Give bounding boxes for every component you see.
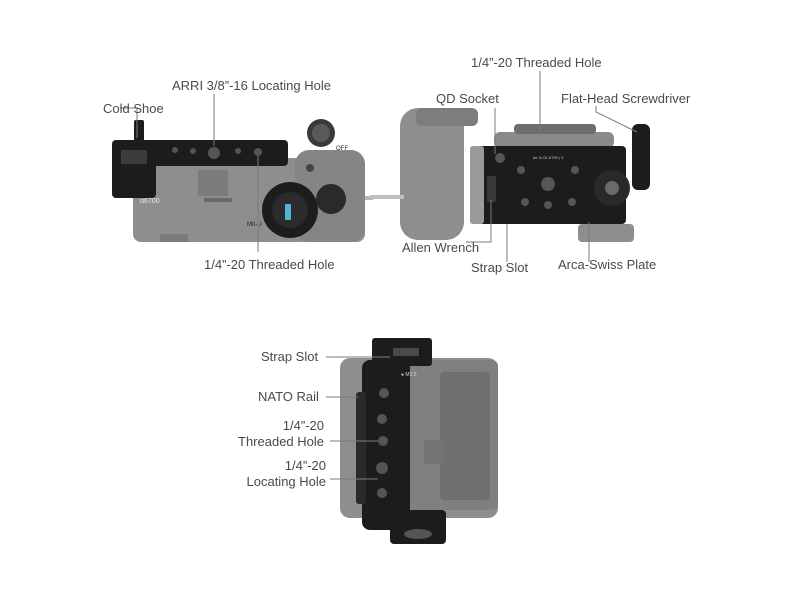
camera-screen (440, 372, 490, 500)
callout-threaded-hole-side-line2: Threaded Hole (238, 434, 324, 449)
callout-locating-hole-side-line2: Locating Hole (246, 474, 327, 489)
cage-top-hole-3 (235, 148, 241, 154)
plate-hole-3 (521, 198, 529, 206)
cage-side-hole-4 (376, 462, 388, 474)
top-hotshoe-area (198, 170, 228, 196)
callout-strap-slot-plate: Strap Slot (471, 260, 529, 275)
c1-button (306, 164, 314, 172)
callout-threaded-hole-top: 1/4”-20 Threaded Hole (204, 257, 335, 272)
side-engraving: ● M2.5 (401, 372, 417, 378)
leader-screwdriver (595, 106, 638, 133)
lens-ring (494, 132, 614, 148)
callout-qd-socket: QD Socket (436, 91, 499, 106)
cold-shoe-tab (134, 120, 144, 142)
side-view-assembly: ● M2.5 (340, 338, 498, 544)
callout-locating-hole-side-line1: 1/4”-20 (284, 458, 326, 473)
plate-hole-5 (568, 198, 576, 206)
cage-nato-rail (356, 392, 366, 504)
callout-arca-swiss-plate: Arca-Swiss Plate (558, 257, 657, 272)
callout-threaded-hole-side: 1/4”-20 Threaded Hole (226, 418, 324, 450)
top-view-assembly: OFF MII-U α6700 (112, 119, 373, 242)
baseplate-edge (470, 146, 484, 224)
camera-model-label: α6700 (140, 198, 160, 205)
callout-locating-hole-side: 1/4”-20 Locating Hole (228, 458, 327, 490)
camera-body-bottom-grip (416, 108, 478, 126)
strap-lug (365, 196, 373, 200)
cage-foot (390, 510, 446, 544)
cage-top-hole-arri (208, 147, 220, 159)
plate-hole-4 (544, 201, 552, 209)
callout-threaded-hole-plate: 1/4”-20 Threaded Hole (471, 55, 602, 70)
callout-allen-wrench: Allen Wrench (402, 240, 480, 255)
leader-cold-shoe (120, 107, 138, 138)
leader-allen (466, 200, 492, 243)
callout-screwdriver: Flat-Head Screwdriver (561, 91, 691, 106)
dial-off-label: OFF (336, 146, 348, 152)
callout-nato-rail: NATO Rail (258, 389, 319, 404)
cage-top-hole-4 (254, 148, 262, 156)
camera-base-foot (370, 195, 404, 199)
callout-strap-slot-side: Strap Slot (261, 349, 319, 364)
cage-side-hole-2 (377, 414, 387, 424)
plate-engraving: for ILCE-6700 | 3 (533, 155, 564, 160)
cold-shoe-block (112, 140, 156, 198)
callout-arri-locating-hole: ARRI 3/8”-16 Locating Hole (172, 78, 331, 93)
allen-wrench-slot (487, 176, 496, 202)
cage-top-hole-2 (190, 148, 196, 154)
callout-threaded-hole-side-line1: 1/4”-20 (282, 418, 324, 433)
screwdriver-knob-center (605, 181, 619, 195)
plate-hole-1 (517, 166, 525, 174)
cage-strap-slot-hole (393, 348, 419, 356)
leader-lines (120, 71, 638, 480)
cage-top-hole-1 (172, 147, 178, 153)
shutter-dial-top (312, 124, 330, 142)
camera-base-edge (578, 224, 634, 242)
top-grille (204, 198, 232, 202)
plate-hole-2 (571, 166, 579, 174)
camera-port-door (424, 440, 444, 464)
cage-side-hole-1 (379, 388, 389, 398)
lens-ring-dark (514, 124, 596, 134)
lens-mount-flange (160, 234, 188, 242)
screwdriver-arm (632, 124, 650, 190)
qd-socket (495, 153, 505, 163)
cage-foot-hole (404, 529, 432, 539)
cage-side-hole-3 (378, 436, 388, 446)
cage-side-hole-5 (377, 488, 387, 498)
cold-shoe-slot (121, 150, 147, 164)
plate-hole-center (541, 177, 555, 191)
callout-cold-shoe: Cold Shoe (103, 101, 164, 116)
mount-label: MII-U (247, 222, 262, 228)
control-dial (316, 184, 346, 214)
camera-body-bottom (400, 108, 464, 240)
mode-dial-mark (285, 204, 291, 220)
bottom-view-assembly: for ILCE-6700 | 3 (370, 108, 650, 242)
